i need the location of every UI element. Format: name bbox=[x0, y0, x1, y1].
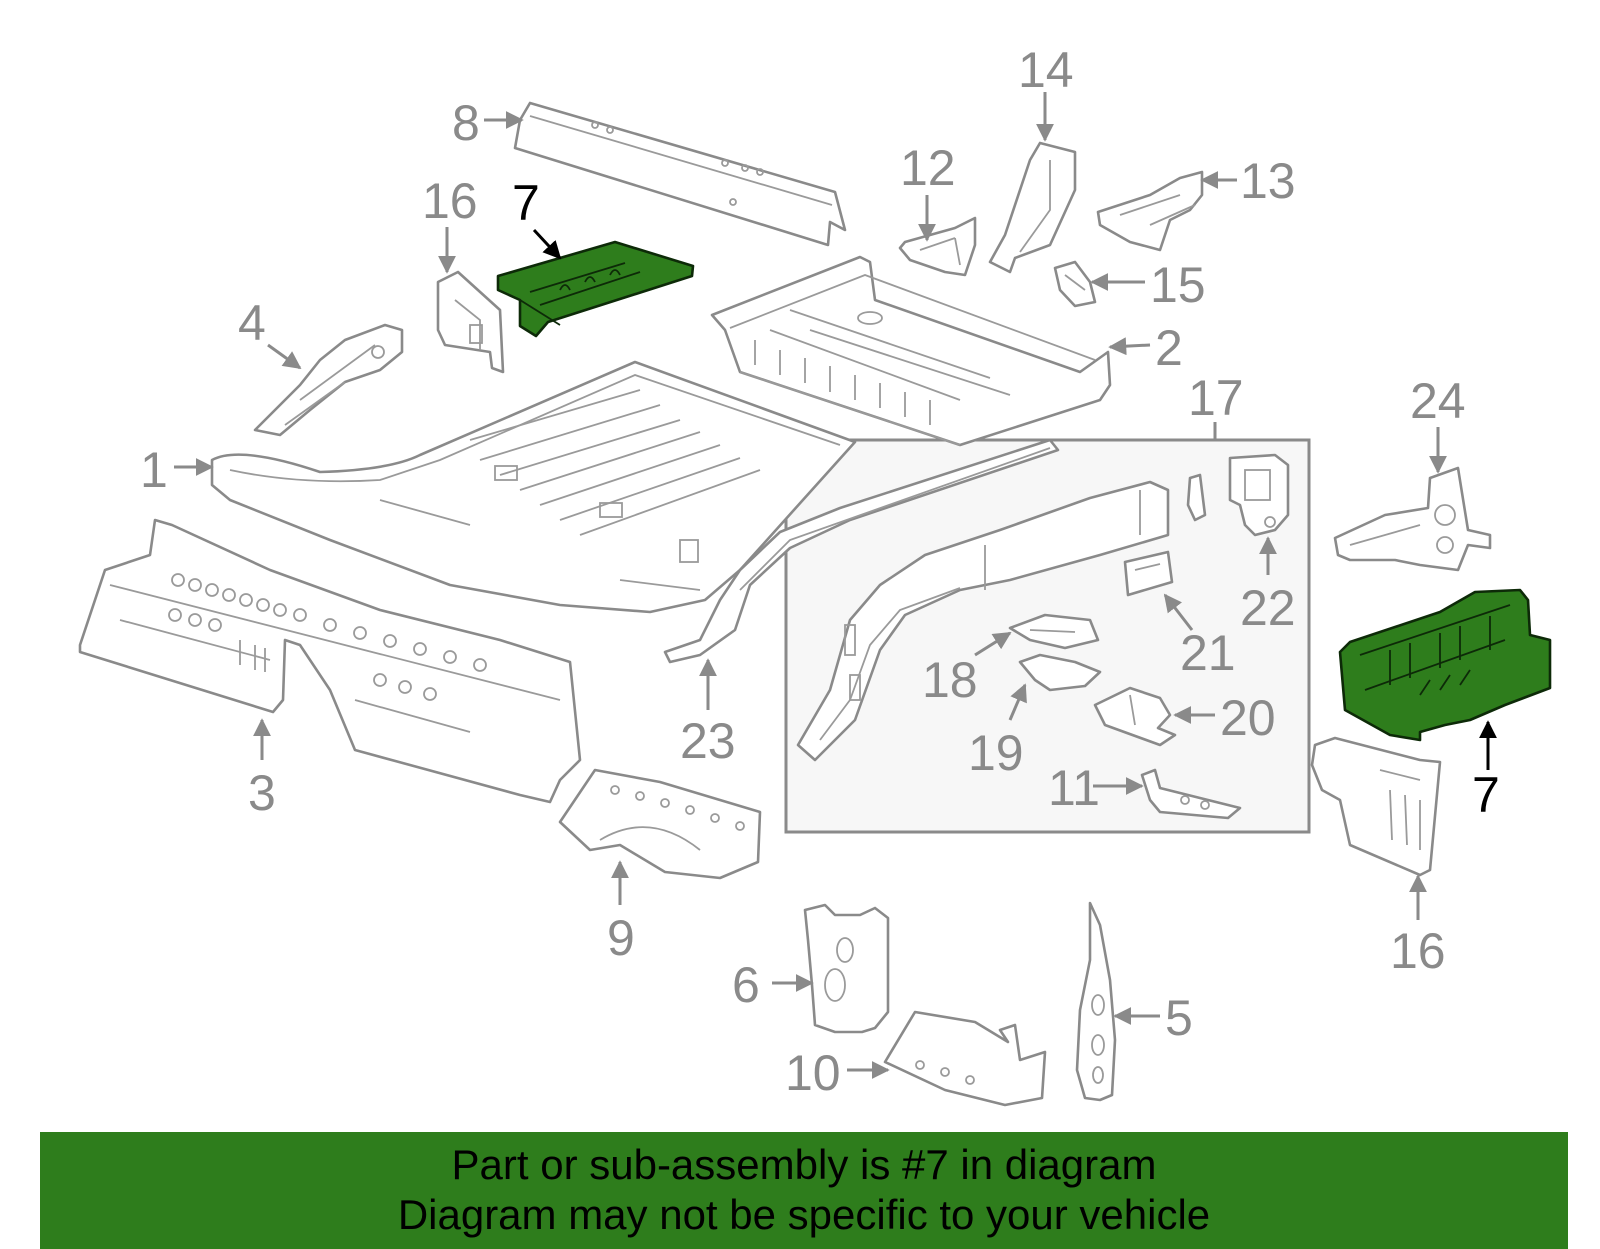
part-2 bbox=[710, 255, 1112, 447]
callout-7-lower: 7 bbox=[1472, 767, 1500, 823]
part-24 bbox=[1333, 466, 1492, 572]
part-17-rail bbox=[796, 480, 1170, 762]
banner-line-1: Part or sub-assembly is #7 in diagram bbox=[451, 1141, 1157, 1188]
part-10 bbox=[883, 1010, 1047, 1107]
leader-lines bbox=[174, 92, 1497, 1079]
callout-16-upper: 16 bbox=[422, 173, 478, 229]
banner-line-2: Diagram may not be specific to your vehi… bbox=[397, 1191, 1211, 1238]
callout-6: 6 bbox=[732, 957, 760, 1013]
callout-labels: 8 16 7 4 1 2 3 9 23 12 13 14 15 17 22 21… bbox=[140, 42, 1500, 1101]
callout-21: 21 bbox=[1180, 625, 1236, 681]
callout-14: 14 bbox=[1018, 42, 1074, 98]
callout-4: 4 bbox=[238, 295, 266, 351]
part-14 bbox=[988, 141, 1077, 274]
part-11 bbox=[1140, 768, 1242, 820]
part-8 bbox=[513, 101, 847, 247]
callout-16-lower: 16 bbox=[1390, 923, 1446, 979]
part-12 bbox=[898, 216, 977, 277]
part-7-upper bbox=[496, 240, 695, 338]
callout-5: 5 bbox=[1165, 990, 1193, 1046]
part-16-lower bbox=[1310, 736, 1442, 877]
info-banner: Part or sub-assembly is #7 in diagram Di… bbox=[40, 1132, 1568, 1249]
callout-8: 8 bbox=[452, 95, 480, 151]
part-20 bbox=[1093, 686, 1177, 747]
part-21 bbox=[1123, 550, 1174, 597]
part-9 bbox=[558, 768, 762, 880]
callout-20: 20 bbox=[1220, 690, 1276, 746]
callout-24: 24 bbox=[1410, 373, 1466, 429]
callout-2: 2 bbox=[1155, 320, 1183, 376]
part-16-upper bbox=[436, 270, 505, 374]
part-4 bbox=[253, 323, 404, 437]
part-6 bbox=[803, 903, 890, 1034]
callout-1: 1 bbox=[140, 442, 168, 498]
part-5 bbox=[1075, 901, 1117, 1102]
part-15 bbox=[1053, 260, 1097, 308]
part-13 bbox=[1096, 170, 1204, 252]
callout-3: 3 bbox=[248, 765, 276, 821]
callout-7-upper: 7 bbox=[512, 175, 540, 231]
callout-13: 13 bbox=[1240, 153, 1296, 209]
part-19 bbox=[1018, 653, 1102, 692]
part-23 bbox=[663, 438, 1060, 664]
callout-23: 23 bbox=[680, 713, 736, 769]
callout-11: 11 bbox=[1048, 760, 1100, 816]
part-1 bbox=[210, 360, 857, 614]
callout-9: 9 bbox=[607, 910, 635, 966]
part-22 bbox=[1228, 453, 1290, 537]
parts-diagram: 8 16 7 4 1 2 3 9 23 12 13 14 15 17 22 21… bbox=[78, 42, 1552, 1107]
part-3 bbox=[78, 518, 582, 804]
callout-18: 18 bbox=[922, 652, 978, 708]
callout-19: 19 bbox=[968, 725, 1024, 781]
callout-15: 15 bbox=[1150, 257, 1206, 313]
part-18 bbox=[1008, 613, 1100, 650]
callout-22: 22 bbox=[1240, 580, 1296, 636]
part-7-lower bbox=[1338, 588, 1552, 742]
callout-17: 17 bbox=[1188, 370, 1244, 426]
part-17-bracket bbox=[1186, 473, 1207, 522]
callout-12: 12 bbox=[900, 140, 956, 196]
callout-10: 10 bbox=[785, 1045, 841, 1101]
